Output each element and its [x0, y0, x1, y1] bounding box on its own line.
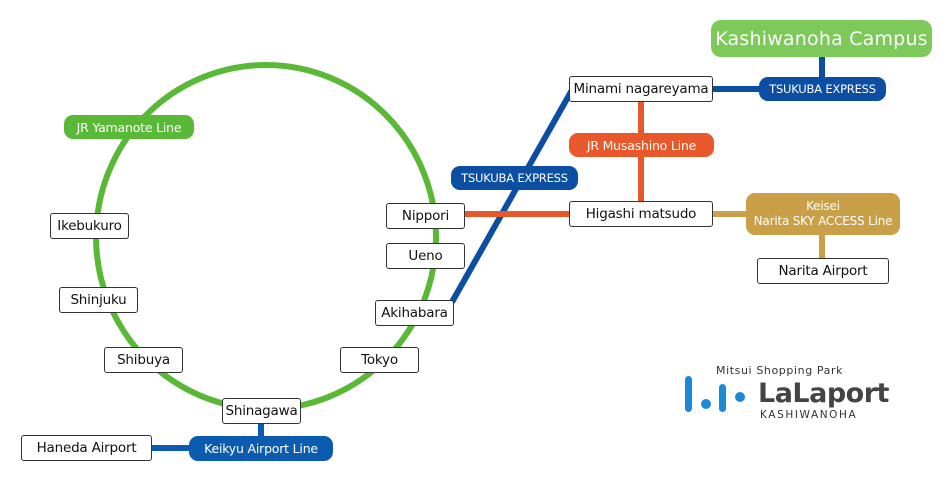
station-ikebukuro: Ikebukuro: [50, 213, 129, 239]
station-haneda-airport: Haneda Airport: [21, 435, 152, 461]
station-tokyo: Tokyo: [340, 347, 419, 373]
station-shinjuku: Shinjuku: [59, 287, 138, 313]
logo-tagline: Mitsui Shopping Park: [716, 364, 844, 377]
yamanote-line-label: JR Yamanote Line: [64, 115, 194, 139]
station-akihabara: Akihabara: [375, 300, 454, 326]
tsukuba-express-label-lower: TSUKUBA EXPRESS: [451, 166, 578, 190]
keikyu-line-label: Keikyu Airport Line: [189, 436, 333, 461]
station-nippori: Nippori: [386, 203, 465, 229]
station-higashi-matsudo: Higashi matsudo: [569, 201, 713, 227]
keisei-line-label: Keisei Narita SKY ACCESS Line: [746, 193, 900, 235]
keisei-line-label-line1: Keisei: [806, 199, 840, 213]
station-shinagawa: Shinagawa: [222, 398, 301, 424]
logo-subbrand: KASHIWANOHA: [760, 409, 858, 421]
lalaport-mark-icon: [685, 376, 745, 412]
logo-brand: LaLaport: [758, 378, 889, 409]
tsukuba-express-label-upper: TSUKUBA EXPRESS: [759, 77, 886, 101]
keisei-line-label-line2: Narita SKY ACCESS Line: [753, 214, 893, 228]
station-shibuya: Shibuya: [104, 347, 183, 373]
tsukuba-express-track: [449, 88, 575, 304]
lalaport-logo: Mitsui Shopping Park LaLaport KASHIWANOH…: [680, 362, 889, 424]
kashiwanoha-campus-label: Kashiwanoha Campus: [711, 20, 932, 57]
station-ueno: Ueno: [386, 243, 465, 269]
station-narita-airport: Narita Airport: [757, 258, 889, 284]
station-minami-nagareyama: Minami nagareyama: [569, 76, 713, 102]
musashino-line-label: JR Musashino Line: [569, 133, 714, 157]
